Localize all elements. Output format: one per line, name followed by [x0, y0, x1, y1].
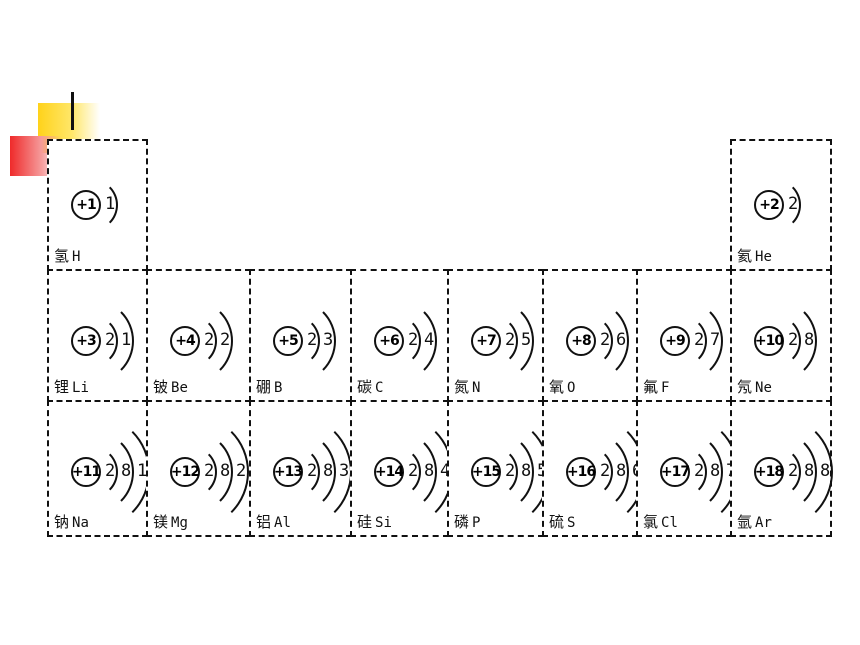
electron-shell-arc — [450, 299, 534, 383]
electron-count: 1 — [121, 330, 132, 350]
element-chinese-name: 氯 — [643, 513, 659, 531]
element-symbol: F — [661, 380, 670, 396]
element-chinese-name: 硫 — [549, 513, 565, 531]
electron-shell-arc — [252, 299, 336, 383]
decorative-vertical-bar — [71, 92, 74, 130]
electron-count: 1 — [105, 194, 116, 214]
element-chinese-name: 氧 — [549, 378, 565, 396]
electron-shell-arc — [717, 414, 833, 530]
electron-shell-arc — [133, 414, 249, 530]
element-chinese-name: 锂 — [54, 378, 70, 396]
element-chinese-name: 铍 — [153, 378, 169, 396]
element-cell-p: +15285磷P — [447, 400, 550, 537]
element-symbol: Li — [72, 380, 89, 396]
element-symbol: Mg — [171, 515, 188, 531]
element-symbol: N — [472, 380, 481, 396]
element-symbol: O — [567, 380, 576, 396]
electron-count: 8 — [804, 330, 815, 350]
element-chinese-name: 钠 — [54, 513, 70, 531]
electron-count: 3 — [323, 330, 334, 350]
element-chinese-name: 氟 — [643, 378, 659, 396]
electron-shell-arc — [639, 299, 723, 383]
electron-shell-arc — [66, 179, 118, 231]
electron-count: 4 — [424, 330, 435, 350]
electron-shell-arc — [545, 299, 629, 383]
electron-shell-arc — [733, 299, 817, 383]
element-symbol: Ne — [755, 380, 772, 396]
element-symbol: C — [375, 380, 384, 396]
element-chinese-name: 氮 — [454, 378, 470, 396]
electron-count: 2 — [788, 194, 799, 214]
electron-shell-arc — [236, 414, 352, 530]
element-symbol: S — [567, 515, 576, 531]
electron-count: 7 — [710, 330, 721, 350]
electron-count: 2 — [220, 330, 231, 350]
element-symbol: Be — [171, 380, 188, 396]
electron-shell-arc — [50, 299, 134, 383]
element-symbol: Al — [274, 515, 291, 531]
element-chinese-name: 碳 — [357, 378, 373, 396]
element-chinese-name: 氦 — [737, 247, 753, 265]
element-chinese-name: 镁 — [153, 513, 169, 531]
electron-shell-arc — [353, 299, 437, 383]
element-chinese-name: 铝 — [256, 513, 272, 531]
element-symbol: P — [472, 515, 481, 531]
element-symbol: H — [72, 249, 81, 265]
element-symbol: He — [755, 249, 772, 265]
electron-shell-arc — [149, 299, 233, 383]
element-chinese-name: 硼 — [256, 378, 272, 396]
element-symbol: Na — [72, 515, 89, 531]
electron-count: 5 — [521, 330, 532, 350]
electron-count: 6 — [616, 330, 627, 350]
element-chinese-name: 磷 — [454, 513, 470, 531]
element-chinese-name: 硅 — [357, 513, 373, 531]
electron-shell-arc — [749, 179, 801, 231]
electron-count: 8 — [820, 461, 831, 481]
element-symbol: Ar — [755, 515, 772, 531]
element-symbol: Cl — [661, 515, 678, 531]
element-chinese-name: 氢 — [54, 247, 70, 265]
element-chinese-name: 氩 — [737, 513, 753, 531]
element-chinese-name: 氖 — [737, 378, 753, 396]
element-symbol: B — [274, 380, 283, 396]
element-symbol: Si — [375, 515, 392, 531]
